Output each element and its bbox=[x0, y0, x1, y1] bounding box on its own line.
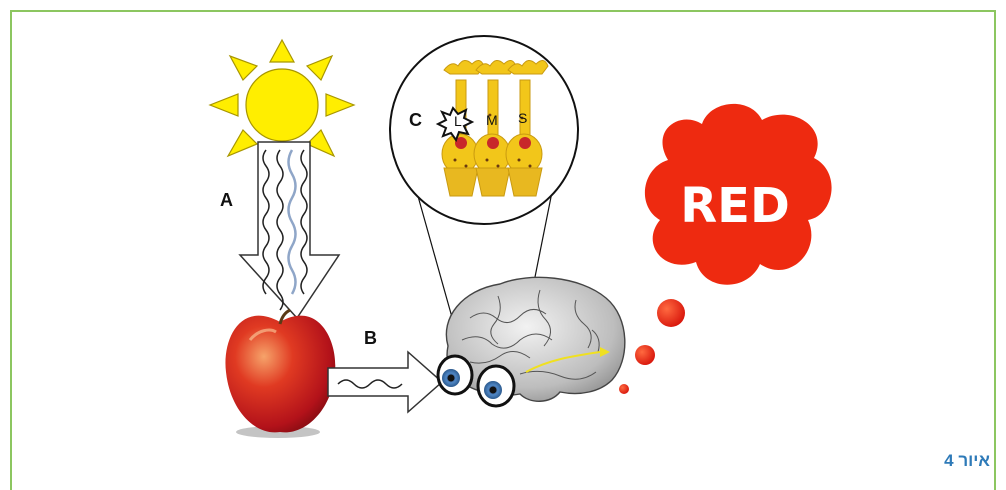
thought-text: RED bbox=[680, 178, 790, 234]
cloud-icon: RED bbox=[645, 104, 832, 285]
apple-icon bbox=[225, 310, 335, 438]
light-arrow-a bbox=[240, 142, 339, 318]
cone-label-l: L bbox=[454, 113, 462, 129]
label-c: C bbox=[409, 110, 422, 130]
thought-bubbles bbox=[619, 299, 685, 394]
light-arrow-b bbox=[328, 352, 442, 412]
cone-label-s: S bbox=[518, 110, 527, 126]
color-vision-diagram: A B bbox=[0, 0, 1006, 478]
cone-label-m: M bbox=[486, 112, 498, 128]
brain-icon bbox=[446, 277, 624, 401]
eye-icon bbox=[438, 356, 472, 394]
figure-caption: איור 4 bbox=[944, 451, 990, 471]
eye-icon bbox=[478, 366, 514, 406]
label-a: A bbox=[220, 190, 233, 210]
label-b: B bbox=[364, 328, 377, 348]
